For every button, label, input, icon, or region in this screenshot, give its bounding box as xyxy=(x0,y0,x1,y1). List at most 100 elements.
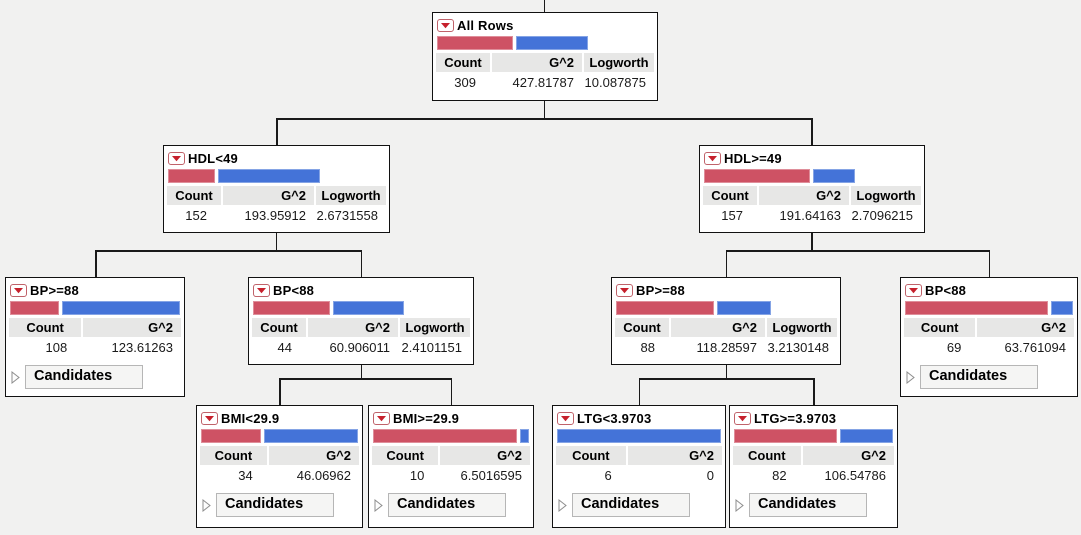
tree-node-hdl-ge-49: HDL>=49 Count G^2 Logworth 157 191.64163… xyxy=(699,145,925,233)
tree-node-all-rows: All Rows Count G^2 Logworth 309 427.8178… xyxy=(432,12,658,101)
red-triangle-menu-icon[interactable] xyxy=(704,151,721,165)
bar-blue-segment xyxy=(557,429,721,443)
candidates-button[interactable]: Candidates xyxy=(920,365,1038,389)
count-value: 88 xyxy=(640,340,655,355)
bar-blue-segment xyxy=(333,301,404,315)
count-value: 157 xyxy=(721,208,743,223)
connector-line xyxy=(639,378,814,380)
connector-line xyxy=(276,118,813,120)
node-title: HDL<49 xyxy=(188,150,238,166)
bar-red-segment xyxy=(616,301,714,315)
stats-header-row: Count G^2 Logworth xyxy=(252,318,470,337)
count-header: Count xyxy=(733,446,801,465)
count-header: Count xyxy=(556,446,626,465)
connector-line xyxy=(726,250,990,252)
connector-line xyxy=(95,250,97,277)
candidates-button[interactable]: Candidates xyxy=(25,365,143,389)
red-triangle-menu-icon[interactable] xyxy=(734,411,751,425)
disclosure-triangle-icon[interactable] xyxy=(906,370,915,384)
stats-header-row: Count G^2 Logworth xyxy=(703,186,921,205)
stats-value-row: 157 191.64163 2.7096215 xyxy=(703,206,921,225)
logworth-value: 10.087875 xyxy=(584,75,646,90)
count-value: 44 xyxy=(277,340,292,355)
g2-header: G^2 xyxy=(802,446,894,465)
count-value: 108 xyxy=(45,340,68,355)
response-proportion-bar xyxy=(704,169,855,183)
g2-header: G^2 xyxy=(492,53,582,72)
node-title-row: BP>=88 xyxy=(615,280,837,300)
connector-line xyxy=(275,232,277,251)
disclosure-triangle-icon[interactable] xyxy=(11,370,20,384)
count-value: 34 xyxy=(238,468,253,483)
tree-node-bmi-ge-29-9: BMI>=29.9 Count G^2 10 6.5016595 Candida… xyxy=(368,405,534,528)
bar-red-segment xyxy=(704,169,810,183)
stats-header-row: Count G^2 xyxy=(200,446,359,465)
g2-header: G^2 xyxy=(440,446,530,465)
connector-line xyxy=(279,378,452,380)
stats-header-row: Count G^2 xyxy=(372,446,530,465)
count-header: Count xyxy=(436,53,490,72)
connector-line xyxy=(543,100,545,119)
stats-header-row: Count G^2 Logworth xyxy=(436,53,654,72)
connector-line xyxy=(988,250,990,277)
red-triangle-menu-icon[interactable] xyxy=(253,283,270,297)
logworth-header: Logworth xyxy=(851,186,921,205)
candidates-button[interactable]: Candidates xyxy=(216,493,334,517)
response-proportion-bar xyxy=(616,301,771,315)
candidates-row: Candidates xyxy=(735,493,894,517)
g2-value: 46.06962 xyxy=(296,468,351,483)
bar-red-segment xyxy=(201,429,261,443)
connector-line xyxy=(813,378,815,405)
connector-line xyxy=(811,232,813,251)
g2-header: G^2 xyxy=(268,446,359,465)
disclosure-triangle-icon[interactable] xyxy=(202,498,211,512)
bar-red-segment xyxy=(253,301,330,315)
tree-node-bp-ge-88-right: BP>=88 Count G^2 Logworth 88 118.28597 3… xyxy=(611,277,841,365)
node-title-row: All Rows xyxy=(436,15,654,35)
bar-blue-segment xyxy=(840,429,893,443)
bar-blue-segment xyxy=(812,169,855,183)
red-triangle-menu-icon[interactable] xyxy=(201,411,218,425)
red-triangle-menu-icon[interactable] xyxy=(557,411,574,425)
stats-value-row: 44 60.906011 2.4101151 xyxy=(252,338,470,357)
stats-value-row: 108 123.61263 xyxy=(9,338,181,357)
response-proportion-bar xyxy=(437,36,588,50)
tree-node-bmi-lt-29-9: BMI<29.9 Count G^2 34 46.06962 Candidate… xyxy=(196,405,363,528)
red-triangle-menu-icon[interactable] xyxy=(905,283,922,297)
stats-value-row: 309 427.81787 10.087875 xyxy=(436,73,654,92)
red-triangle-menu-icon[interactable] xyxy=(10,283,27,297)
red-triangle-menu-icon[interactable] xyxy=(616,283,633,297)
g2-value: 123.61263 xyxy=(111,340,173,355)
logworth-header: Logworth xyxy=(316,186,386,205)
node-title-row: BMI>=29.9 xyxy=(372,408,530,428)
stats-header-row: Count G^2 xyxy=(556,446,722,465)
response-proportion-bar xyxy=(253,301,404,315)
tree-node-ltg-ge-3-9703: LTG>=3.9703 Count G^2 82 106.54786 Candi… xyxy=(729,405,898,528)
logworth-header: Logworth xyxy=(767,318,837,337)
count-value: 82 xyxy=(772,468,787,483)
count-value: 309 xyxy=(454,75,476,90)
disclosure-triangle-icon[interactable] xyxy=(558,498,567,512)
logworth-header: Logworth xyxy=(400,318,470,337)
logworth-value: 2.4101151 xyxy=(401,340,463,355)
g2-value: 0 xyxy=(706,468,714,483)
node-title: All Rows xyxy=(457,17,514,33)
red-triangle-menu-icon[interactable] xyxy=(373,411,390,425)
node-title-row: BP>=88 xyxy=(9,280,181,300)
bar-blue-segment xyxy=(515,36,588,50)
bar-red-segment xyxy=(168,169,216,183)
candidates-button[interactable]: Candidates xyxy=(572,493,690,517)
stats-header-row: Count G^2 xyxy=(9,318,181,337)
red-triangle-menu-icon[interactable] xyxy=(168,151,185,165)
bar-blue-segment xyxy=(62,301,180,315)
candidates-button[interactable]: Candidates xyxy=(388,493,506,517)
disclosure-triangle-icon[interactable] xyxy=(735,498,744,512)
response-proportion-bar xyxy=(905,301,1073,315)
logworth-value: 2.6731558 xyxy=(316,208,378,223)
stats-value-row: 69 63.761094 xyxy=(904,338,1074,357)
disclosure-triangle-icon[interactable] xyxy=(374,498,383,512)
connector-line xyxy=(811,118,813,145)
red-triangle-menu-icon[interactable] xyxy=(437,18,454,32)
candidates-button[interactable]: Candidates xyxy=(749,493,867,517)
node-title: BP>=88 xyxy=(636,282,685,298)
